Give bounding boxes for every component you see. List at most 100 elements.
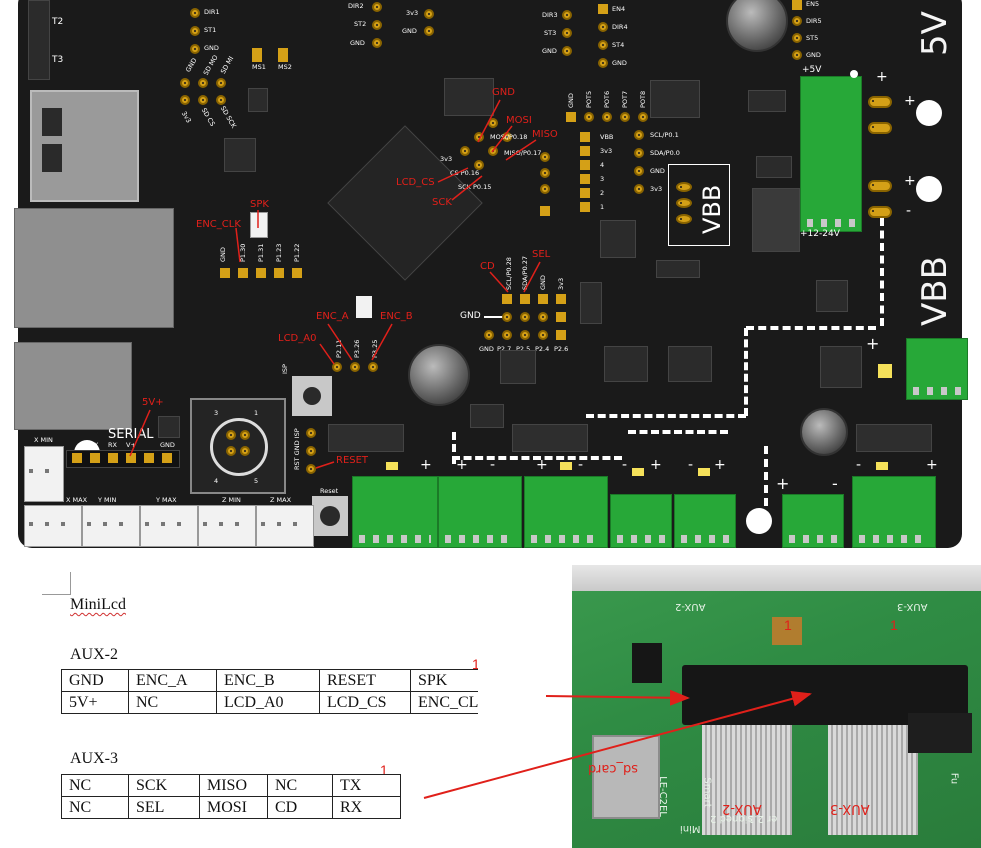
led [876,462,888,470]
label-tx: TX [90,441,99,449]
label-gnd: GND [542,47,557,55]
pad [240,446,250,456]
pad [868,180,892,192]
endstop-x-min [24,446,64,502]
diode [656,260,700,278]
pad [562,28,572,38]
aux2-cell: RESET [319,669,411,692]
label-y-max: Y MAX [156,496,177,504]
terminal-vbb-out [906,338,968,400]
photo-pin1-marker: 1 [890,617,898,633]
pad [372,20,382,30]
label-plus: + [876,69,888,85]
board-image: T2 T3 DIR1 ST1 GND DIR2 ST2 GND 3v3 GND … [14,0,968,548]
annot-enc-a: ENC_A [316,311,349,322]
label-bot-gnd: GND [479,345,494,353]
button-cap [303,387,321,405]
label-z-max: Z MAX [270,496,292,504]
chip [650,80,700,118]
pad-square [580,174,590,184]
label-vbb-pin: VBB [600,133,614,141]
label-pin-2: 2 [600,189,605,197]
trace-dotted [628,430,728,434]
pad [562,10,572,20]
label-pin-3: 3 [600,175,605,183]
label-plus: + [904,93,916,109]
label-serial: SERIAL [108,427,154,442]
pad-square [598,4,608,14]
pad [620,112,630,122]
label-st2: ST2 [354,20,367,28]
label-enc-5: 5 [254,477,259,485]
aux3-cell: MOSI [199,796,268,819]
diode [756,156,792,178]
component-white [356,296,372,318]
terminal-bed [438,476,522,548]
label-plus: + [926,457,938,473]
annot-mosi: MOSI [506,115,532,126]
regulator [604,346,648,382]
label-minus: - [578,457,584,473]
endstop-z-min [198,505,256,547]
pad [792,33,802,43]
label-scl-p0-1: SCL/P0.1 [650,131,679,139]
pad [180,78,190,88]
pad-square [90,453,100,463]
label-minus: - [832,474,838,493]
label-pin-1: 1 [600,203,605,211]
trace-dotted [880,218,884,326]
trace-dotted [586,414,746,418]
mount-hole [916,100,942,126]
led [560,462,572,470]
pad [634,148,644,158]
pad-square [556,312,566,322]
dot [850,70,858,78]
pad [540,168,550,178]
mount-hole [746,508,772,534]
mosfet [856,424,932,452]
label-plus: + [420,457,432,473]
label-t3: T3 [52,55,64,65]
label-gnd: GND [402,27,417,35]
photo-header-right [908,713,972,753]
encoder-knob [210,418,268,476]
pad [226,446,236,456]
label-ms2: MS2 [278,63,292,71]
pad-square [538,294,548,304]
pad-square [556,330,566,340]
terminal-hotend [524,476,608,548]
label-plus: + [714,457,726,473]
led [698,468,710,476]
aux3-heading: AUX-3 [70,750,118,767]
annot-lcd-a0: LCD_A0 [278,333,317,344]
aux3-pin1-marker: 1 [380,762,388,778]
label-dir4: DIR4 [612,23,628,31]
aux3-cell: NC [61,796,129,819]
label-en4: EN4 [612,5,626,13]
ethernet-jack [14,208,174,328]
pad [240,430,250,440]
mosfet [512,424,588,452]
terminal-5v-vbb [800,76,862,232]
pad [306,464,316,474]
annot-spk: SPK [250,199,269,210]
photo-pin1-marker: 1 [784,617,792,633]
jumper [252,48,262,62]
label-sda-p0-0: SDA/P0.0 [650,149,680,157]
terminal-power [782,494,844,548]
label-plus: + [904,173,916,189]
endstop-x-max [24,505,82,547]
trace-dotted [746,326,876,330]
pad [638,112,648,122]
regulator [820,346,862,388]
pad [598,22,608,32]
pad-square [580,188,590,198]
label-st3: ST3 [544,29,557,37]
pad [488,118,498,128]
pad [190,8,200,18]
label-en5: EN5 [806,0,820,8]
label-plus: + [866,334,880,353]
pad [676,198,692,208]
page-corner-mark [42,572,71,595]
label-i2c-gnd: GND [650,167,665,175]
